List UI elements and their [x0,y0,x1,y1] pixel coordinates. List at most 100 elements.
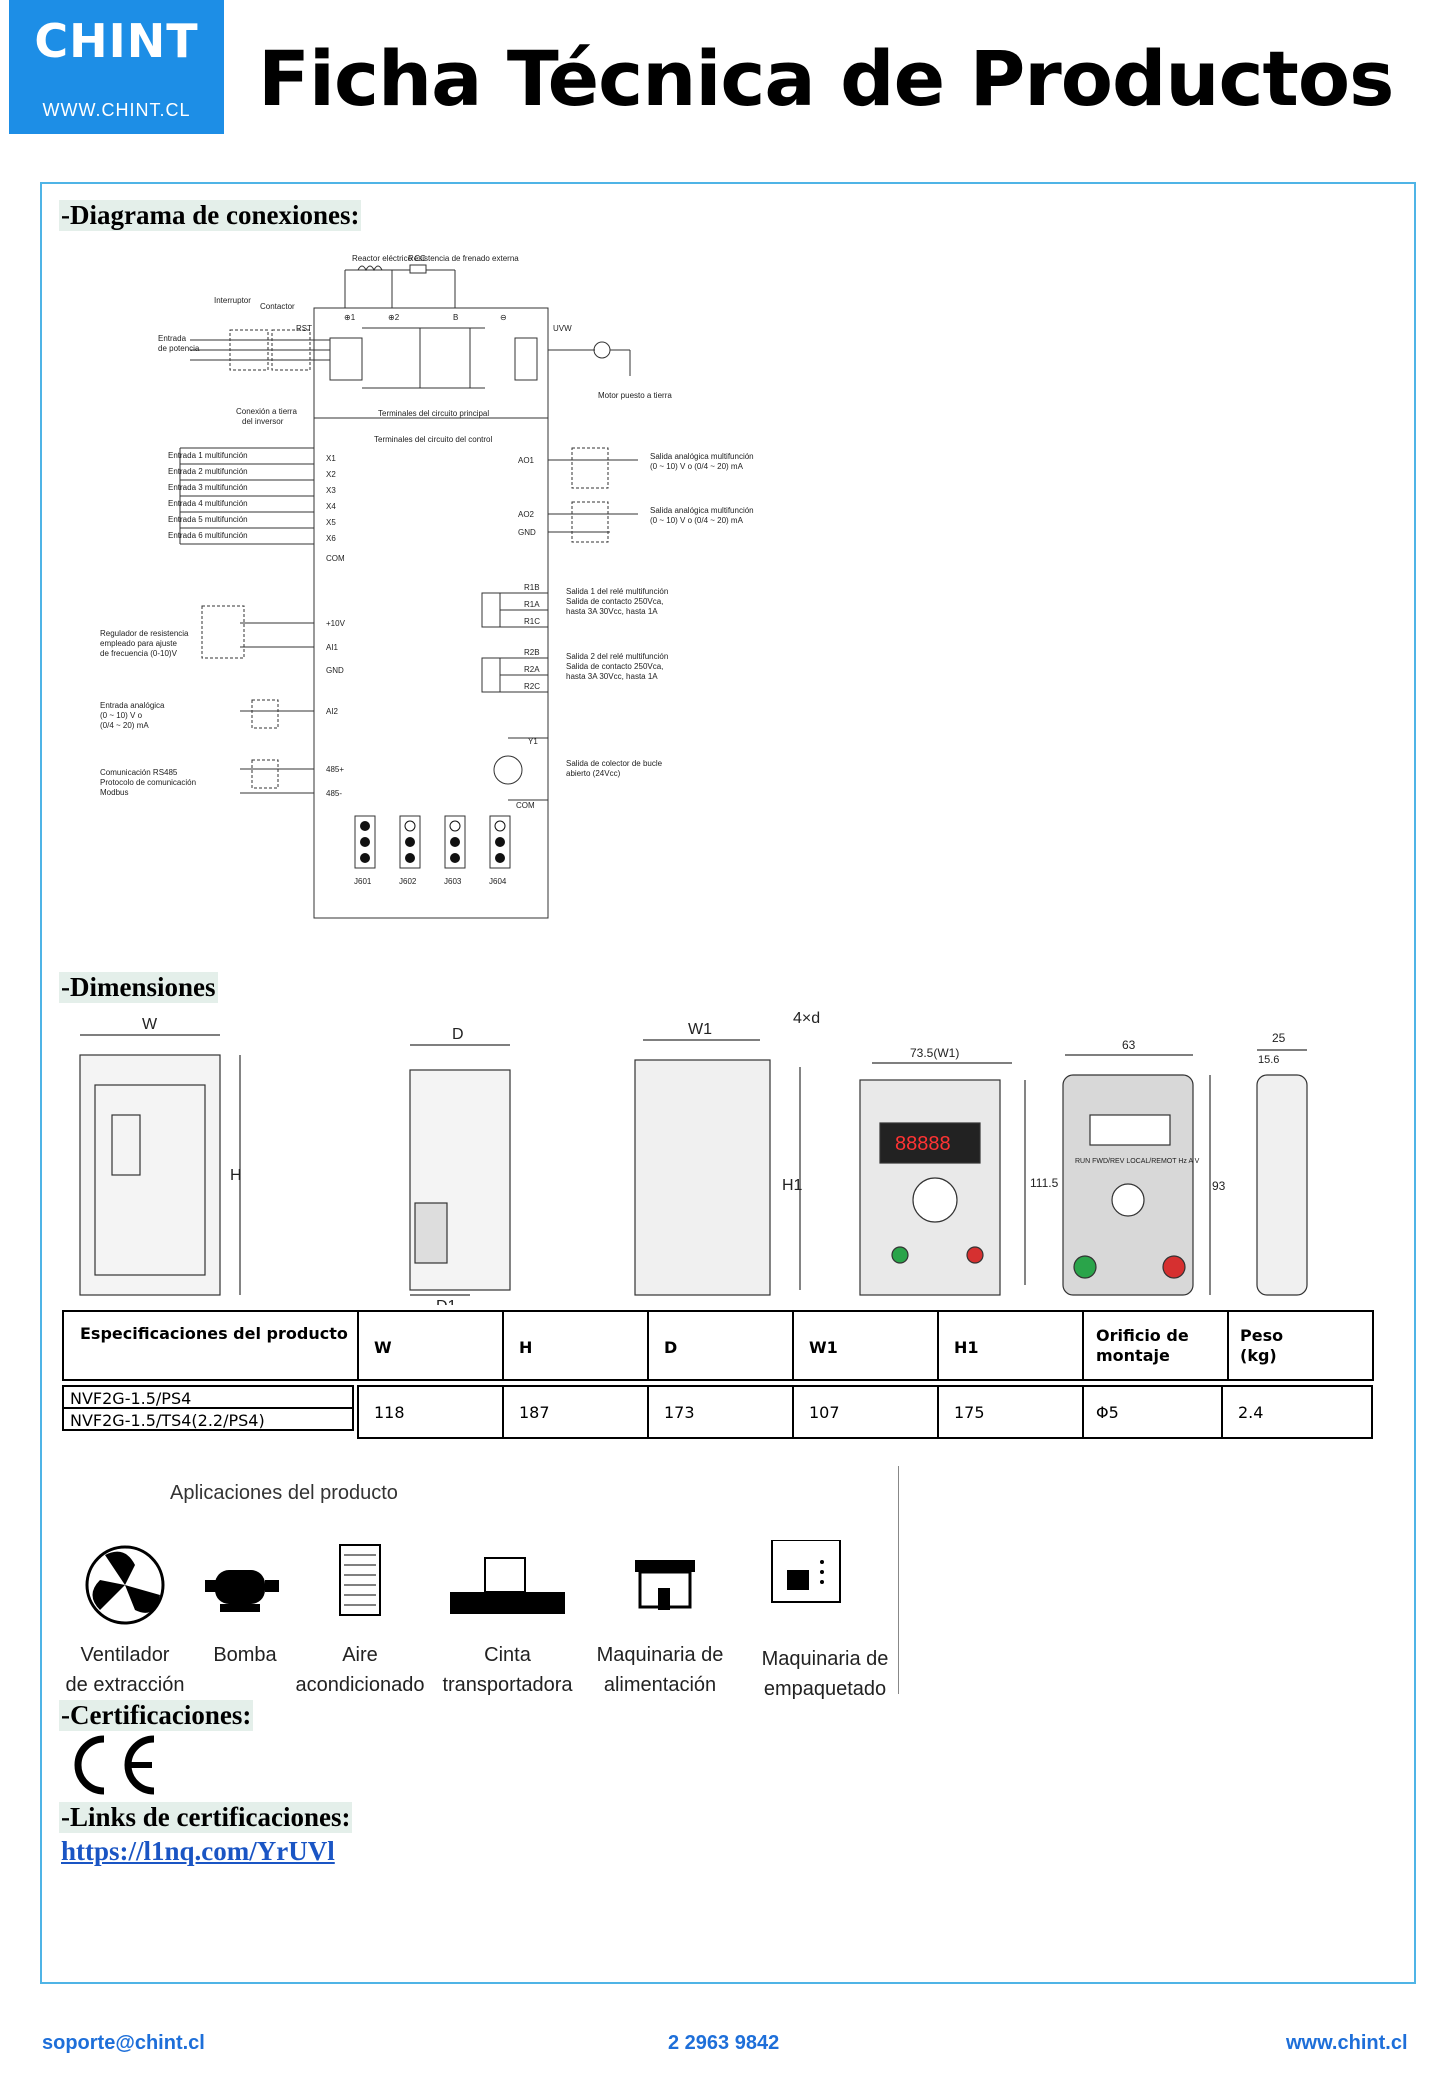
relay1-desc-1: Salida 1 del relé multifunción [566,587,668,596]
potentiometer-label-2: empleado para ajuste [100,639,177,648]
spec-header-w1: W1 [809,1338,838,1357]
jumper-j604: J604 [489,877,507,886]
terminal-com: COM [326,554,345,563]
terminal-r1a: R1A [524,600,540,609]
terminal-gnd-out: GND [518,528,536,537]
packaging-machinery-icon [771,1540,841,1603]
input-label-3: Entrada 3 multifunción [168,483,248,492]
air-conditioner-icon [339,1544,381,1616]
rst-label: RST [296,324,312,333]
bus-terminal-b: B [453,313,458,322]
contactor-label: Contactor [260,302,295,311]
bus-terminal-neg: ⊖ [500,313,507,322]
dim-holes: 4×d [793,1010,820,1027]
ao1-desc-1: Salida analógica multifunción [650,452,754,461]
jumper-j602: J602 [399,877,417,886]
footer-email[interactable]: soporte@chint.cl [42,2032,205,2054]
spec-value-w1: 107 [809,1403,840,1422]
dimensions-heading: -Dimensiones [59,972,218,1003]
bus-terminal-2: ⊕2 [388,313,400,322]
pump-icon [205,1570,279,1612]
terminal-485p: 485+ [326,765,344,774]
terminal-gnd: GND [326,666,344,675]
dim-h: H [230,1167,242,1184]
conveyor-icon [450,1557,565,1614]
spec-header-w: W [374,1338,392,1357]
relay1-desc-2: Salida de contacto 250Vca, [566,597,663,606]
terminal-485n: 485- [326,789,342,798]
uvw-label: UVW [553,324,572,333]
keypad-side-depth: 25 [1272,1031,1286,1045]
dim-w: W [142,1016,158,1033]
input-label-5: Entrada 5 multifunción [168,515,248,524]
dim-w1: W1 [688,1021,712,1038]
power-input-label-2: de potencia [158,344,200,353]
brake-resistor-label: Resistencia de frenado externa [408,254,519,263]
keypad2-leds: RUN FWD/REV LOCAL/REMOT Hz A V [1075,1158,1200,1165]
spec-header-product: Especificaciones del producto [80,1324,348,1343]
certification-link[interactable]: https://l1nq.com/YrUVl [61,1836,335,1866]
terminal-ao2: AO2 [518,510,535,519]
inverter-ground-label-1: Conexión a tierra [236,407,297,416]
relay2-desc-1: Salida 2 del relé multifunción [566,652,668,661]
page-title: Ficha Técnica de Productos [258,34,1394,123]
certifications-heading: -Certificaciones: [59,1700,254,1731]
keypad2-height: 93 [1212,1179,1226,1193]
analog-in-label-3: (0/4 ~ 20) mA [100,721,149,730]
control-circuit-label: Terminales del circuito del control [374,435,492,444]
spec-table: Especificaciones del producto W H D W1 H… [62,1310,1374,1440]
rs485-label-1: Comunicación RS485 [100,768,178,777]
dim-d: D [452,1026,464,1043]
inverter-ground-label-2: del inversor [242,417,284,426]
spec-value-w: 118 [374,1403,405,1422]
footer-website[interactable]: www.chint.cl [1286,2032,1408,2054]
power-input-label-1: Entrada [158,334,187,343]
keypad1-width: 73.5(W1) [910,1046,959,1060]
reactor-label: Reactor eléctrico CC [352,254,426,263]
y1-desc-1: Salida de colector de bucle [566,759,663,768]
fan-icon [85,1545,165,1625]
spec-header-d: D [664,1338,678,1357]
jumper-j601: J601 [354,877,372,886]
main-circuit-label: Terminales del circuito principal [378,409,489,418]
breaker-label: Interruptor [214,296,251,305]
dimension-drawings: W H D D1 W1 4×d H1 73.5(W1) 111.5 88888 … [79,1010,1308,1305]
potentiometer-label-1: Regulador de resistencia [100,629,189,638]
terminal-10v: +10V [326,619,346,628]
terminal-r1c: R1C [524,617,540,626]
ao1-desc-2: (0 ~ 10) V o (0/4 ~ 20) mA [650,462,744,471]
spec-value-h1: 175 [954,1403,985,1422]
terminal-x6: X6 [326,534,336,543]
y1-desc-2: abierto (24Vcc) [566,769,621,778]
terminal-y1: Y1 [528,737,538,746]
food-machinery-icon [635,1560,695,1610]
terminal-r2a: R2A [524,665,540,674]
keypad1-display: 88888 [895,1133,951,1155]
ce-mark-icon [74,1735,155,1795]
brand-name: CHINT [34,14,199,68]
applications-title: Aplicaciones del producto [170,1482,398,1504]
spec-value-h: 187 [519,1403,550,1422]
jumper-j603: J603 [444,877,462,886]
input-label-6: Entrada 6 multifunción [168,531,248,540]
spec-header-weight: Peso (kg) [1240,1326,1284,1365]
input-label-2: Entrada 2 multifunción [168,467,248,476]
rs485-label-3: Modbus [100,788,128,797]
terminal-x4: X4 [326,502,336,511]
terminal-r2b: R2B [524,648,540,657]
analog-in-label-2: (0 ~ 10) V o [100,711,143,720]
rs485-label-2: Protocolo de comunicación [100,778,196,787]
footer: soporte@chint.cl 2 2963 9842 www.chint.c… [0,2032,1445,2062]
ao2-desc-1: Salida analógica multifunción [650,506,754,515]
cert-links-heading: -Links de certificaciones: [59,1802,353,1833]
terminal-com-out: COM [516,801,535,810]
spec-model-1: NVF2G-1.5/PS4 [70,1389,192,1408]
input-label-1: Entrada 1 multifunción [168,451,248,460]
dim-h1: H1 [782,1177,803,1194]
spec-header-mounting: Orificio de montaje [1096,1326,1189,1365]
footer-phone[interactable]: 2 2963 9842 [668,2032,780,2054]
spec-value-d: 173 [664,1403,695,1422]
